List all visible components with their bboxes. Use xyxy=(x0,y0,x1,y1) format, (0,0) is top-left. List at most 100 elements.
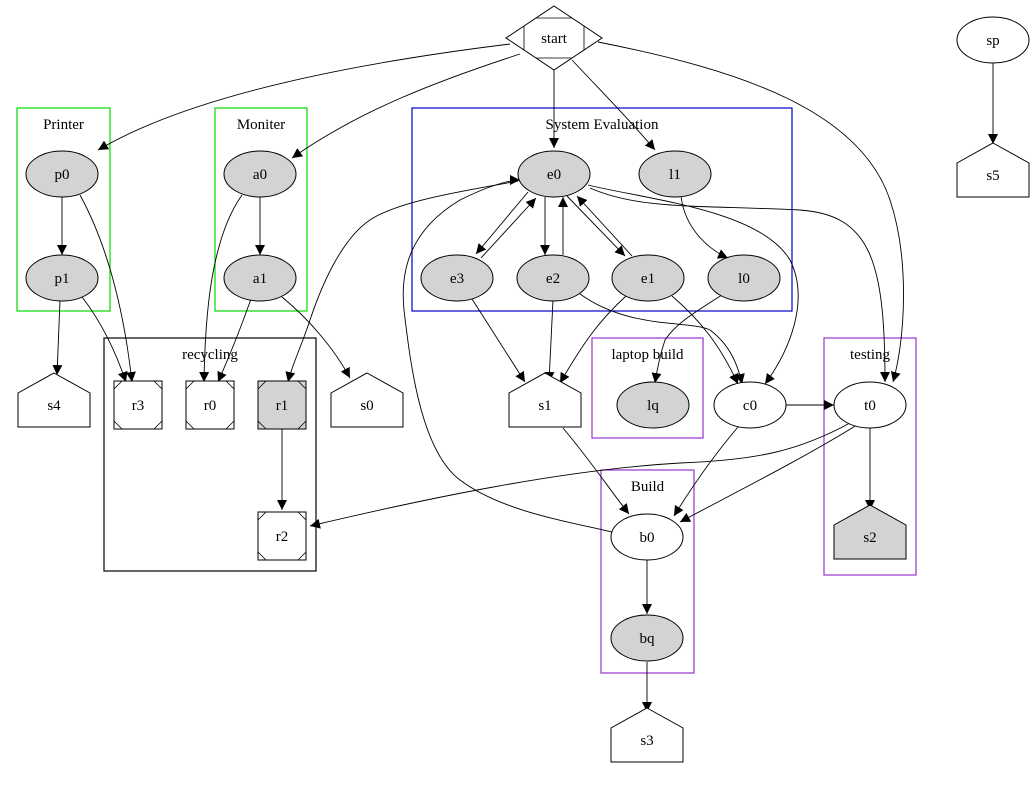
node-r1[interactable]: r1 xyxy=(257,380,307,430)
node-s1[interactable]: s1 xyxy=(508,372,582,428)
mdiamond-marks xyxy=(523,17,585,59)
edge-e3-to-e0 xyxy=(480,197,537,259)
node-label: p1 xyxy=(55,271,70,287)
house-shape xyxy=(508,372,582,428)
node-l1[interactable]: l1 xyxy=(638,150,712,198)
cluster-label: Build xyxy=(631,479,665,495)
cluster-label: laptop build xyxy=(611,347,684,363)
edge-l1-to-l0 xyxy=(680,195,729,259)
edge-p1-to-s4 xyxy=(52,299,63,376)
house-shape xyxy=(833,504,907,560)
msquare-shape xyxy=(113,380,163,430)
ellipse-shape xyxy=(223,254,297,302)
edge-e2-to-s1 xyxy=(544,299,555,383)
house-shape xyxy=(17,372,91,428)
cluster-border xyxy=(214,107,308,312)
mdiamond-shape xyxy=(505,5,603,71)
node-t0[interactable]: t0 xyxy=(833,381,907,429)
edge-start-to-t0 xyxy=(597,41,904,383)
node-lq[interactable]: lq xyxy=(616,381,690,429)
edges-layer xyxy=(52,41,998,712)
node-label: s2 xyxy=(863,530,876,546)
cluster-moniter: Moniter xyxy=(214,107,308,312)
node-r3[interactable]: r3 xyxy=(113,380,163,430)
house-shape xyxy=(330,372,404,428)
cluster-border xyxy=(591,337,704,439)
edge-p0-to-r3 xyxy=(79,194,136,383)
node-r2[interactable]: r2 xyxy=(257,511,307,561)
msquare-shape xyxy=(257,380,307,430)
node-sp[interactable]: sp xyxy=(956,16,1030,64)
node-label: start xyxy=(541,31,568,47)
node-s4[interactable]: s4 xyxy=(17,372,91,428)
edge-start-to-l1 xyxy=(571,59,656,151)
nodes-layer: start sp s5 p0 p1 a0 a1 e0 l1 e3 e2 e1 l0 s4 r3 r0 r1 r2 s… xyxy=(17,5,1030,763)
edge-e0-to-e3 xyxy=(475,191,529,255)
node-label: b0 xyxy=(640,530,655,546)
cluster-border xyxy=(823,337,917,576)
node-a0[interactable]: a0 xyxy=(223,150,297,198)
ellipse-shape xyxy=(956,16,1030,64)
node-label: r3 xyxy=(132,398,145,414)
ellipse-shape xyxy=(25,150,99,198)
ellipse-shape xyxy=(25,254,99,302)
ellipse-shape xyxy=(517,150,591,198)
cluster-label: System Evaluation xyxy=(546,117,659,133)
cluster-border xyxy=(600,469,695,674)
node-e0[interactable]: e0 xyxy=(517,150,591,198)
edge-start-to-a0 xyxy=(291,53,521,159)
node-label: e0 xyxy=(547,167,561,183)
node-s5[interactable]: s5 xyxy=(956,142,1030,198)
edge-b0-to-e0 xyxy=(402,175,613,533)
cluster-build: Build xyxy=(600,469,695,674)
node-e1[interactable]: e1 xyxy=(611,254,685,302)
cluster-laptop-build: laptop build xyxy=(591,337,704,439)
node-label: sp xyxy=(986,33,999,49)
node-label: bq xyxy=(640,631,656,647)
node-label: s3 xyxy=(640,733,653,749)
ellipse-shape xyxy=(610,614,684,662)
node-c0[interactable]: c0 xyxy=(713,381,787,429)
node-label: e3 xyxy=(450,271,464,287)
edge-e0-to-t0 xyxy=(589,187,890,383)
cluster-label: Printer xyxy=(43,117,84,133)
edge-e0-to-c0 xyxy=(587,184,799,385)
cluster-recycling: recycling xyxy=(103,337,317,572)
node-label: r2 xyxy=(276,529,289,545)
node-s2[interactable]: s2 xyxy=(833,504,907,560)
node-p1[interactable]: p1 xyxy=(25,254,99,302)
node-label: s1 xyxy=(538,398,551,414)
cluster-label: recycling xyxy=(182,347,238,363)
cluster-label: Moniter xyxy=(237,117,285,133)
node-s0[interactable]: s0 xyxy=(330,372,404,428)
node-label: l1 xyxy=(669,167,681,183)
edge-e0-to-r1 xyxy=(285,180,519,383)
edge-start-to-p0 xyxy=(97,43,511,151)
ellipse-shape xyxy=(516,254,590,302)
ellipse-shape xyxy=(420,254,494,302)
edge-p1-to-r3 xyxy=(81,296,128,383)
node-b0[interactable]: b0 xyxy=(610,513,684,561)
node-label: e1 xyxy=(641,271,655,287)
msquare-corner-marks xyxy=(257,380,307,430)
node-s3[interactable]: s3 xyxy=(610,707,684,763)
node-label: s4 xyxy=(47,398,61,414)
node-start[interactable]: start xyxy=(505,5,603,71)
ellipse-shape xyxy=(638,150,712,198)
node-r0[interactable]: r0 xyxy=(185,380,235,430)
edge-a1-to-s0 xyxy=(281,296,351,379)
node-label: l0 xyxy=(738,271,750,287)
node-a1[interactable]: a1 xyxy=(223,254,297,302)
node-e3[interactable]: e3 xyxy=(420,254,494,302)
node-p0[interactable]: p0 xyxy=(25,150,99,198)
edge-e1-to-e0 xyxy=(576,195,633,257)
msquare-corner-marks xyxy=(185,380,235,430)
edge-s1-to-b0 xyxy=(562,427,630,515)
node-bq[interactable]: bq xyxy=(610,614,684,662)
cluster-testing: testing xyxy=(823,337,917,576)
node-l0[interactable]: l0 xyxy=(707,254,781,302)
msquare-shape xyxy=(257,511,307,561)
node-e2[interactable]: e2 xyxy=(516,254,590,302)
msquare-corner-marks xyxy=(257,511,307,561)
